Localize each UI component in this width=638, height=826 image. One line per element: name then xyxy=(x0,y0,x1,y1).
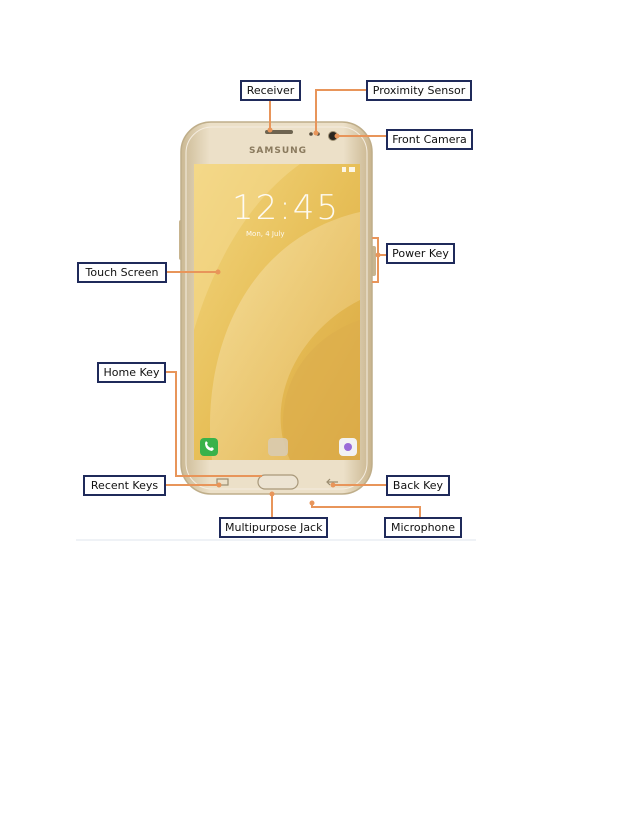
leader-dots xyxy=(215,127,381,506)
leader-home-key xyxy=(166,371,262,477)
back-key-icon xyxy=(326,478,338,486)
wallpaper-swoosh-lower xyxy=(283,320,360,460)
label-microphone: Microphone xyxy=(384,517,462,538)
label-touch-screen: Touch Screen xyxy=(77,262,167,283)
battery-icon xyxy=(349,167,355,172)
lockscreen-date: Mon, 4 July xyxy=(246,230,285,238)
label-proximity-sensor: Proximity Sensor xyxy=(366,80,472,101)
wallpaper-glow xyxy=(194,164,300,330)
label-back-key: Back Key xyxy=(386,475,450,496)
leader-proximity-sensor xyxy=(315,89,366,133)
label-multipurpose-jack: Multipurpose Jack xyxy=(219,517,328,538)
recent-keys-icon xyxy=(216,478,229,486)
phone-handset-glyph xyxy=(205,441,214,451)
lock-app-icon xyxy=(268,438,288,456)
leader-lines xyxy=(166,89,421,517)
camera-app-lens xyxy=(344,443,352,451)
brand-logo: SAMSUNG xyxy=(248,146,308,156)
label-receiver: Receiver xyxy=(240,80,301,101)
label-recent-keys: Recent Keys xyxy=(83,475,166,496)
leader-power-key-bracket xyxy=(372,237,379,283)
label-power-key: Power Key xyxy=(386,243,455,264)
wallpaper-swoosh xyxy=(209,212,360,460)
label-front-camera: Front Camera xyxy=(386,129,473,150)
label-home-key: Home Key xyxy=(97,362,166,383)
signal-icon xyxy=(342,167,346,172)
leader-microphone xyxy=(311,503,421,517)
lockscreen-clock: 12:45 xyxy=(232,188,340,228)
proximity-sensor-dot xyxy=(309,132,313,136)
home-key-button xyxy=(257,474,299,490)
